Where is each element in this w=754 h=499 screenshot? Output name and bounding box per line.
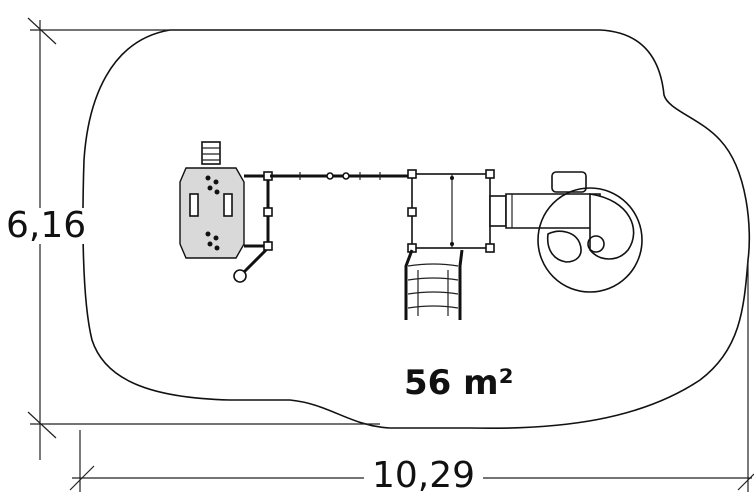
middle-tower	[407, 169, 495, 253]
slide	[489, 171, 643, 293]
width-label: 10,29	[364, 458, 484, 494]
area-label: 56 m²	[404, 363, 514, 403]
ladder	[404, 249, 464, 320]
left-platform	[179, 141, 245, 259]
height-label: 6,16	[6, 205, 87, 246]
frame-structure	[233, 171, 412, 283]
